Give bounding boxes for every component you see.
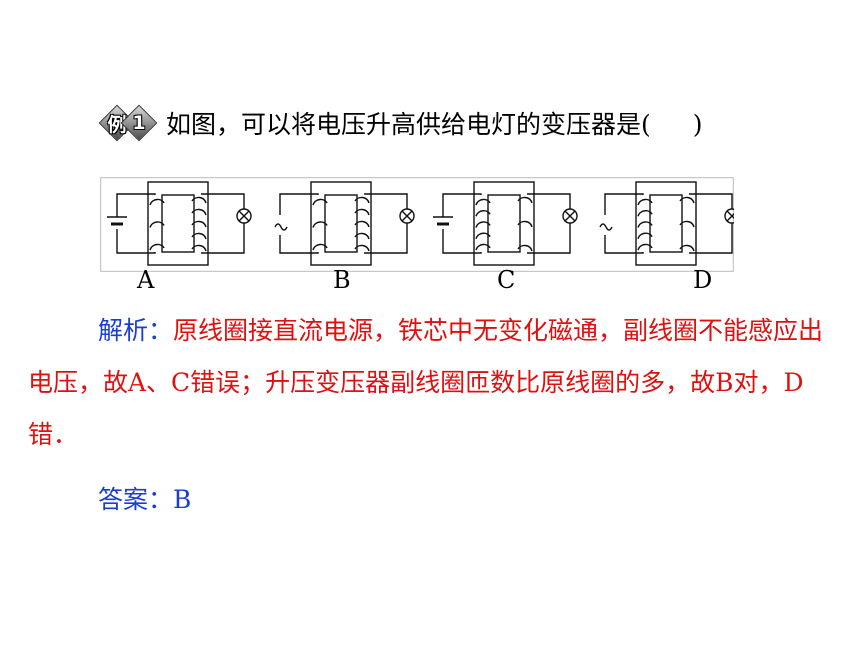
- question-text: 如图，可以将电压升高供给电灯的变压器是(): [166, 110, 703, 139]
- primary-coil-turn: [637, 232, 653, 240]
- secondary-coil-turn: [191, 208, 207, 216]
- primary-coil-turn: [475, 198, 491, 206]
- option-label-a: A: [137, 266, 155, 294]
- primary-coil-turn: [475, 243, 491, 251]
- iron-core-outer: [147, 181, 209, 266]
- secondary-wire-top: [689, 193, 733, 209]
- primary-wire-top: [116, 193, 156, 217]
- option-label-b: B: [333, 266, 351, 294]
- answer-heading: 答案：: [98, 485, 174, 514]
- secondary-coil-turn: [517, 196, 533, 204]
- primary-coil-turn: [149, 198, 165, 206]
- iron-core-inner: [487, 194, 521, 253]
- primary-coil-turn: [637, 210, 653, 217]
- question-line: 例 1 如图，可以将电压升高供给电灯的变压器是(): [100, 103, 703, 143]
- secondary-wire-top: [527, 193, 571, 209]
- transformer-figure: [100, 177, 734, 272]
- option-label-d: D: [693, 266, 713, 294]
- diagram-frame: [100, 177, 734, 272]
- secondary-wire-bottom: [689, 223, 733, 254]
- example-badge-number: 1: [122, 106, 156, 140]
- lamp-cross: [401, 210, 413, 222]
- lamp-icon: [399, 208, 415, 224]
- secondary-coil-turn: [354, 196, 370, 204]
- primary-coil-turn: [637, 221, 653, 228]
- primary-wire-top: [604, 193, 644, 215]
- iron-core-outer: [473, 181, 535, 266]
- secondary-coil-turn: [191, 196, 207, 204]
- primary-coil-turn: [637, 243, 653, 251]
- iron-core-inner: [649, 194, 683, 253]
- primary-coil-turn: [475, 221, 491, 228]
- secondary-wire-bottom: [364, 223, 408, 254]
- secondary-coil-turn: [517, 220, 533, 228]
- primary-wire-bottom: [116, 229, 156, 254]
- primary-wire-bottom: [442, 229, 482, 254]
- lamp-cross: [564, 210, 576, 222]
- analysis-heading: 解析：: [98, 316, 174, 345]
- lamp-cross: [238, 210, 250, 222]
- analysis-body: 原线圈接直流电源，铁芯中无变化磁通，副线圈不能感应出电压，故A、C错误；升压变压…: [28, 316, 824, 449]
- secondary-wire-top: [364, 193, 408, 209]
- secondary-coil-turn: [354, 208, 370, 216]
- example-badge: 例 1: [100, 106, 156, 140]
- secondary-coil-turn: [679, 220, 695, 228]
- secondary-wire-bottom: [201, 223, 245, 254]
- lamp-cross: [726, 213, 734, 222]
- primary-wire-bottom: [279, 235, 319, 254]
- secondary-coil-turn: [354, 232, 370, 240]
- lamp-icon: [236, 208, 252, 224]
- answer-value: B: [173, 485, 192, 514]
- iron-core-outer: [635, 181, 697, 266]
- analysis-paragraph: 解析：原线圈接直流电源，铁芯中无变化磁通，副线圈不能感应出电压，故A、C错误；升…: [28, 305, 828, 461]
- secondary-coil-turn: [517, 244, 533, 252]
- ac-source-symbol: [274, 223, 288, 231]
- iron-core-inner: [324, 194, 358, 253]
- ac-source-symbol: [599, 223, 613, 231]
- secondary-coil-turn: [679, 196, 695, 204]
- option-label-c: C: [497, 266, 516, 294]
- primary-coil-turn: [149, 243, 165, 251]
- secondary-coil-turn: [191, 232, 207, 240]
- secondary-coil-turn: [354, 244, 370, 252]
- primary-wire-top: [279, 193, 319, 215]
- iron-core-outer: [310, 181, 372, 266]
- transformer-diagram: [100, 177, 734, 272]
- secondary-coil-turn: [191, 244, 207, 252]
- lamp-icon: [562, 208, 578, 224]
- primary-wire-top: [442, 193, 482, 217]
- secondary-coil-turn: [679, 244, 695, 252]
- primary-coil-turn: [475, 210, 491, 217]
- secondary-coil-turn: [191, 220, 207, 228]
- primary-coil-turn: [149, 221, 165, 228]
- secondary-wire-top: [201, 193, 245, 209]
- lamp-icon: [724, 208, 734, 224]
- answer-line: 答案：B: [98, 478, 191, 522]
- primary-coil-turn: [475, 232, 491, 240]
- primary-wire-bottom: [604, 235, 644, 254]
- secondary-wire-bottom: [527, 223, 571, 254]
- iron-core-inner: [161, 194, 195, 253]
- primary-coil-turn: [312, 198, 328, 206]
- primary-coil-turn: [312, 221, 328, 228]
- secondary-coil-turn: [354, 220, 370, 228]
- primary-coil-turn: [312, 243, 328, 251]
- primary-coil-turn: [637, 198, 653, 206]
